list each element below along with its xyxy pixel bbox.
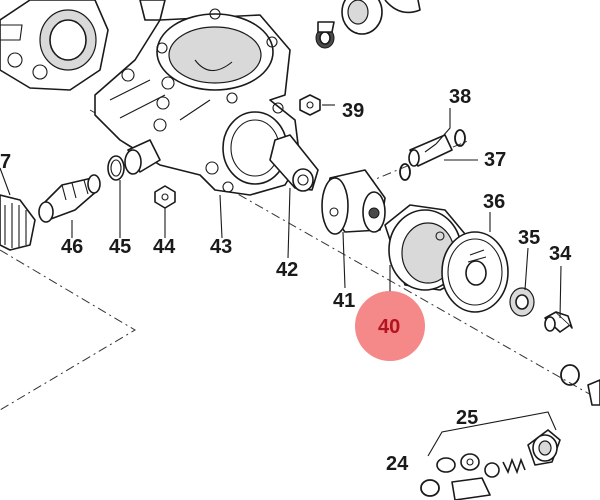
label-37: 37 [484, 149, 506, 171]
label-24: 24 [386, 453, 409, 475]
highlight-circle [355, 291, 425, 361]
label-25: 25 [456, 407, 478, 429]
part-36-diaphragm [441, 231, 509, 313]
label-39: 39 [342, 100, 364, 122]
assembly-axis-left [0, 249, 136, 411]
label-44: 44 [153, 236, 176, 258]
label-43: 43 [210, 236, 232, 258]
label-38: 38 [449, 86, 471, 108]
label-36: 36 [483, 191, 505, 213]
part-42-connecting-rod [269, 134, 319, 192]
part-39-nut [299, 94, 321, 116]
part-35-washer [509, 287, 535, 317]
label-40-highlighted: 40 [378, 316, 400, 338]
pump-head-part [0, 0, 109, 91]
label-7: 7 [0, 151, 11, 173]
right-edge-o-rings [560, 364, 600, 406]
part-38-clips [399, 129, 466, 181]
label-46: 46 [61, 236, 83, 258]
label-42: 42 [276, 259, 298, 281]
part-46-tube-fitting [38, 174, 101, 223]
part-41-piston [321, 169, 386, 235]
sleeve-piece [124, 139, 161, 175]
part-25-bracket [427, 411, 557, 457]
valve-assembly-parts [420, 429, 561, 500]
part-44-nut [154, 185, 176, 209]
part-45-o-ring [107, 155, 125, 181]
label-41: 41 [333, 290, 355, 312]
part-34-bolt [544, 311, 573, 333]
part-7-fitting [0, 194, 36, 251]
leader-lines [0, 104, 562, 319]
part-37-pin [408, 134, 453, 167]
top-small-parts [139, 0, 421, 49]
label-45: 45 [109, 236, 131, 258]
label-35: 35 [518, 227, 540, 249]
label-34: 34 [549, 243, 572, 265]
